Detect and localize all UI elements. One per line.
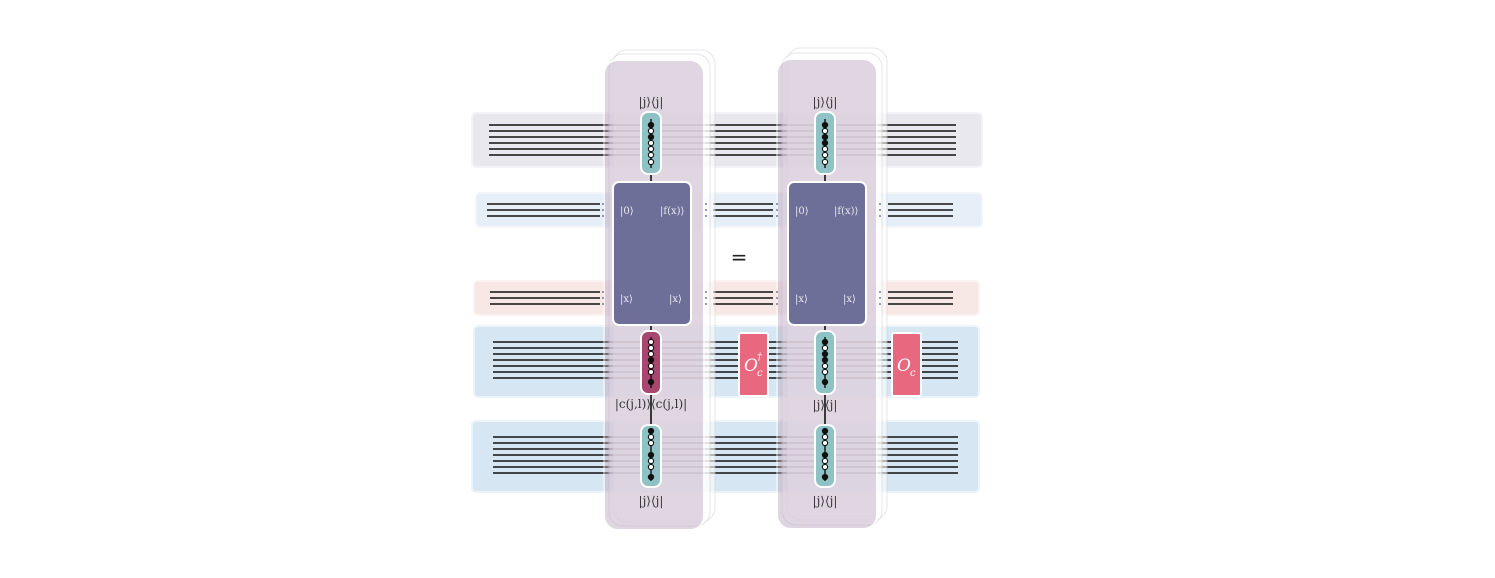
open-dot-control-icon [647, 145, 655, 153]
filled-dot-control-icon [647, 356, 655, 364]
open-dot-control-icon [647, 139, 655, 147]
filled-dot-control-icon [821, 121, 829, 129]
label-left-c-projector: |c(j,l)⟩⟨c(j,l)| [615, 397, 687, 411]
label-right-top-projector: |j⟩⟨j| [813, 95, 838, 109]
filled-dot-control-icon [647, 133, 655, 141]
control-dots [647, 121, 829, 481]
oc-gate: O c [891, 332, 922, 397]
labels: |j⟩⟨j| |j⟩⟨j| |c(j,l)⟩⟨c(j,l)| |j⟩⟨j| |j… [615, 95, 859, 508]
filled-dot-control-icon [821, 338, 829, 346]
open-dot-control-icon [821, 344, 829, 352]
open-dot-control-icon [821, 362, 829, 370]
label-right-bottom-projector: |j⟩⟨j| [813, 494, 838, 508]
dotted-wire-hints [602, 203, 881, 305]
band-top-register [471, 112, 983, 168]
open-dot-control-icon [647, 362, 655, 370]
register-bands [471, 112, 983, 493]
label-right-oracle-ket-zero: |0⟩ [795, 206, 809, 217]
open-dot-control-icon [821, 439, 829, 447]
output-register-wires [487, 203, 953, 217]
left-oracle-gate [612, 181, 692, 326]
open-dot-control-icon [647, 457, 655, 465]
filled-dot-control-icon [821, 473, 829, 481]
open-dot-control-icon [821, 368, 829, 376]
label-left-oracle-ket-fx: |f(x)⟩ [660, 206, 685, 217]
open-dot-control-icon [647, 463, 655, 471]
filled-dot-control-icon [647, 378, 655, 386]
open-dot-control-icon [647, 158, 655, 166]
open-dot-control-icon [647, 151, 655, 159]
label-left-oracle-ket-zero: |0⟩ [620, 206, 634, 217]
oc-dagger-gate: O c † [738, 332, 769, 397]
filled-dot-control-icon [647, 121, 655, 129]
input-register-wires [490, 291, 953, 305]
label-right-oracle-ket-x-out: |x⟩ [843, 294, 856, 305]
filled-dot-control-icon [647, 451, 655, 459]
open-dot-control-icon [647, 127, 655, 135]
open-dot-control-icon [647, 433, 655, 441]
filled-dot-control-icon [821, 350, 829, 358]
oc-dagger-superscript: † [757, 352, 763, 363]
filled-dot-control-icon [821, 356, 829, 364]
open-dot-control-icon [647, 368, 655, 376]
equals-sign: = [731, 245, 748, 269]
filled-dot-control-icon [821, 451, 829, 459]
open-dot-control-icon [821, 145, 829, 153]
c-register-wires [493, 341, 958, 379]
label-right-c-projector: |j⟩⟨j| [813, 398, 838, 412]
label-left-bottom-projector: |j⟩⟨j| [639, 494, 664, 508]
label-left-oracle-ket-x-in: |x⟩ [620, 294, 633, 305]
open-dot-control-icon [821, 127, 829, 135]
left-column-stack [603, 49, 716, 531]
filled-dot-control-icon [647, 427, 655, 435]
open-dot-control-icon [647, 350, 655, 358]
oc-dagger-base: O [744, 356, 758, 376]
right-oracle-gate [787, 181, 867, 326]
oc-base: O [897, 356, 911, 376]
oc-dagger-subscript: c [757, 368, 763, 379]
open-dot-control-icon [647, 338, 655, 346]
filled-dot-control-icon [821, 133, 829, 141]
open-dot-control-icon [821, 151, 829, 159]
band-bottom-register [471, 420, 980, 493]
label-right-oracle-ket-x-in: |x⟩ [795, 294, 808, 305]
filled-dot-control-icon [821, 139, 829, 147]
open-dot-control-icon [821, 463, 829, 471]
open-dot-control-icon [647, 439, 655, 447]
filled-dot-control-icon [821, 378, 829, 386]
filled-dot-control-icon [647, 473, 655, 481]
label-right-oracle-ket-fx: |f(x)⟩ [834, 206, 859, 217]
open-dot-control-icon [821, 158, 829, 166]
oc-subscript: c [910, 368, 916, 379]
label-left-oracle-ket-x-out: |x⟩ [669, 294, 682, 305]
filled-dot-control-icon [821, 427, 829, 435]
open-dot-control-icon [821, 433, 829, 441]
label-left-top-projector: |j⟩⟨j| [639, 95, 664, 109]
bottom-register-wires [493, 436, 958, 474]
open-dot-control-icon [821, 457, 829, 465]
open-dot-control-icon [647, 344, 655, 352]
